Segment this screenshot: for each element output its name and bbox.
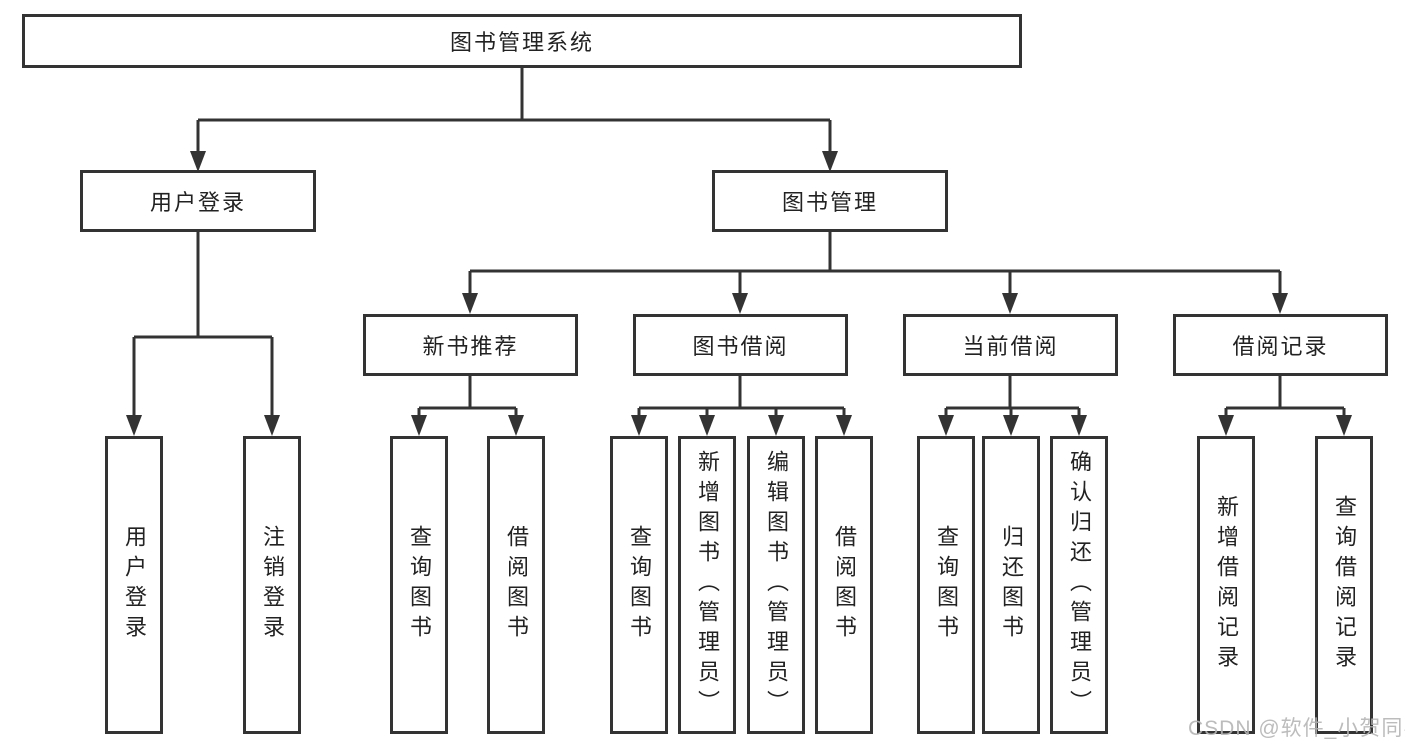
node-book-management-label: 图书管理: [781, 190, 878, 215]
leaf-add-book-admin-label: 新增图书（管理员）: [695, 450, 720, 720]
leaf-logout: 注销登录: [243, 436, 301, 734]
leaf-query-books-current: 查询图书: [917, 436, 975, 734]
leaf-return-book: 归还图书: [982, 436, 1040, 734]
node-book-borrow-label: 图书借阅: [692, 334, 789, 359]
leaf-user-login: 用户登录: [105, 436, 163, 734]
watermark: CSDN @软件_小贺同学: [1188, 717, 1405, 740]
node-new-book-recommend-label: 新书推荐: [422, 334, 519, 359]
leaf-query-books-recommend-label: 查询图书: [407, 525, 432, 645]
node-current-borrow: 当前借阅: [903, 314, 1118, 376]
leaf-query-books-recommend: 查询图书: [390, 436, 448, 734]
leaf-query-books-borrow: 查询图书: [610, 436, 668, 734]
leaf-add-book-admin: 新增图书（管理员）: [678, 436, 736, 734]
leaf-borrow-books: 借阅图书: [815, 436, 873, 734]
leaf-query-borrow-record: 查询借阅记录: [1315, 436, 1373, 734]
leaf-query-books-borrow-label: 查询图书: [627, 525, 652, 645]
leaf-edit-book-admin-label: 编辑图书（管理员）: [764, 450, 789, 720]
node-root-label: 图书管理系统: [449, 30, 594, 55]
node-user-login-label: 用户登录: [149, 190, 246, 215]
node-borrow-records-label: 借阅记录: [1232, 334, 1329, 359]
leaf-borrow-books-label: 借阅图书: [832, 525, 857, 645]
leaf-query-borrow-record-label: 查询借阅记录: [1332, 495, 1357, 675]
node-book-management: 图书管理: [712, 170, 948, 232]
leaf-user-login-label: 用户登录: [122, 525, 147, 645]
leaf-borrow-books-recommend: 借阅图书: [487, 436, 545, 734]
leaf-query-books-current-label: 查询图书: [934, 525, 959, 645]
leaf-logout-label: 注销登录: [260, 525, 285, 645]
leaf-return-book-label: 归还图书: [999, 525, 1024, 645]
leaf-add-borrow-record-label: 新增借阅记录: [1214, 495, 1239, 675]
node-book-borrow: 图书借阅: [633, 314, 848, 376]
leaf-confirm-return-admin: 确认归还（管理员）: [1050, 436, 1108, 734]
leaf-add-borrow-record: 新增借阅记录: [1197, 436, 1255, 734]
leaf-confirm-return-admin-label: 确认归还（管理员）: [1067, 450, 1092, 720]
node-current-borrow-label: 当前借阅: [962, 334, 1059, 359]
node-user-login: 用户登录: [80, 170, 316, 232]
leaf-edit-book-admin: 编辑图书（管理员）: [747, 436, 805, 734]
leaf-borrow-books-recommend-label: 借阅图书: [504, 525, 529, 645]
node-borrow-records: 借阅记录: [1173, 314, 1388, 376]
node-root: 图书管理系统: [22, 14, 1022, 68]
node-new-book-recommend: 新书推荐: [363, 314, 578, 376]
